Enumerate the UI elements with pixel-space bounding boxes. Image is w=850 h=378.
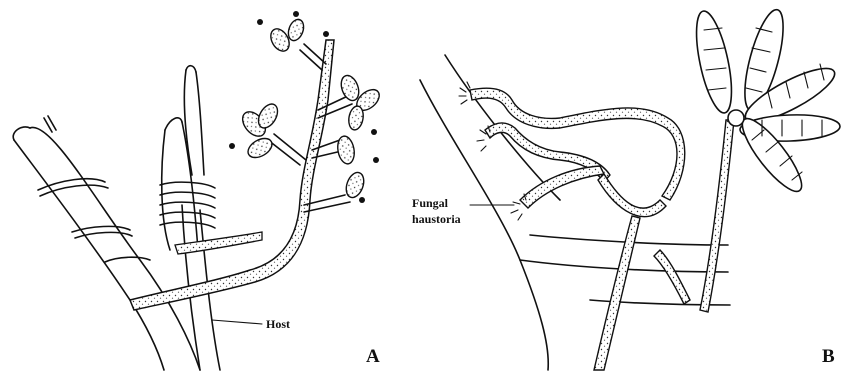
coiled-hyphae [38,116,150,262]
haustoria-label-line1: Fungal [412,196,448,210]
host-sheath [160,66,215,250]
panel-b-drawing [420,6,841,370]
host-cell-walls [420,55,730,370]
haustoria-label-line2: haustoria [412,212,461,226]
host-label: Host [266,317,290,331]
panel-a-letter: A [366,346,380,368]
conidia-spores [689,6,840,198]
hyphae-network [470,88,734,370]
host-leader-line [212,320,262,324]
hypha-main-branch [130,40,334,310]
panel-a-drawing [13,11,383,370]
panel-b-letter: B [822,346,835,368]
